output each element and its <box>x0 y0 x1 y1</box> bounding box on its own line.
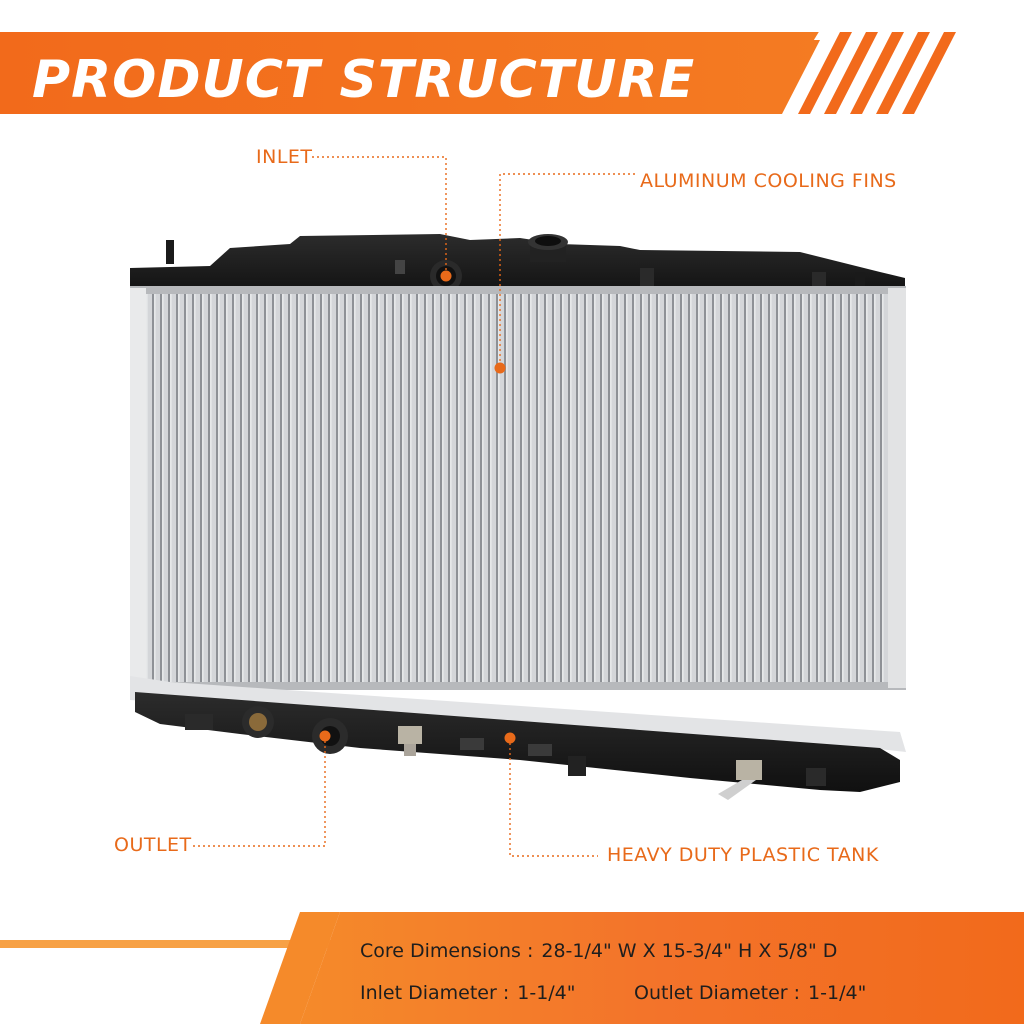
footer-shape <box>0 912 1024 1024</box>
radiator-core <box>130 286 906 690</box>
callout-lines <box>192 156 635 857</box>
callout-cooling-fins: ALUMINUM COOLING FINS <box>640 170 897 192</box>
header-banner: PRODUCT STRUCTURE <box>0 32 1024 124</box>
callout-inlet: INLET <box>256 146 313 168</box>
core-value: 28-1/4" W X 15-3/4" H X 5/8" D <box>541 940 838 962</box>
radiator-illustration <box>130 156 906 857</box>
outlet-value: 1-1/4" <box>808 982 867 1004</box>
inlet-value: 1-1/4" <box>517 982 576 1004</box>
outlet-label: Outlet Diameter : <box>634 982 801 1004</box>
callout-outlet: OUTLET <box>114 834 192 856</box>
core-label: Core Dimensions : <box>360 940 534 962</box>
inlet-label: Inlet Diameter : <box>360 982 510 1004</box>
radiator-cap-icon <box>528 234 568 262</box>
top-tank <box>130 234 905 298</box>
fitting-icon <box>398 726 762 800</box>
callout-plastic-tank: HEAVY DUTY PLASTIC TANK <box>607 844 879 866</box>
spec-inlet-diameter: Inlet Diameter : 1-1/4" <box>360 982 576 1004</box>
banner-shape <box>0 32 956 114</box>
page-title: PRODUCT STRUCTURE <box>32 50 696 110</box>
spec-outlet-diameter: Outlet Diameter : 1-1/4" <box>634 982 866 1004</box>
banner-stripes-icon <box>798 32 956 114</box>
spec-footer: Core Dimensions : 28-1/4" W X 15-3/4" H X… <box>0 912 1024 1024</box>
spec-core-dimensions: Core Dimensions : 28-1/4" W X 15-3/4" H X… <box>360 940 837 962</box>
callout-dots <box>319 270 516 744</box>
